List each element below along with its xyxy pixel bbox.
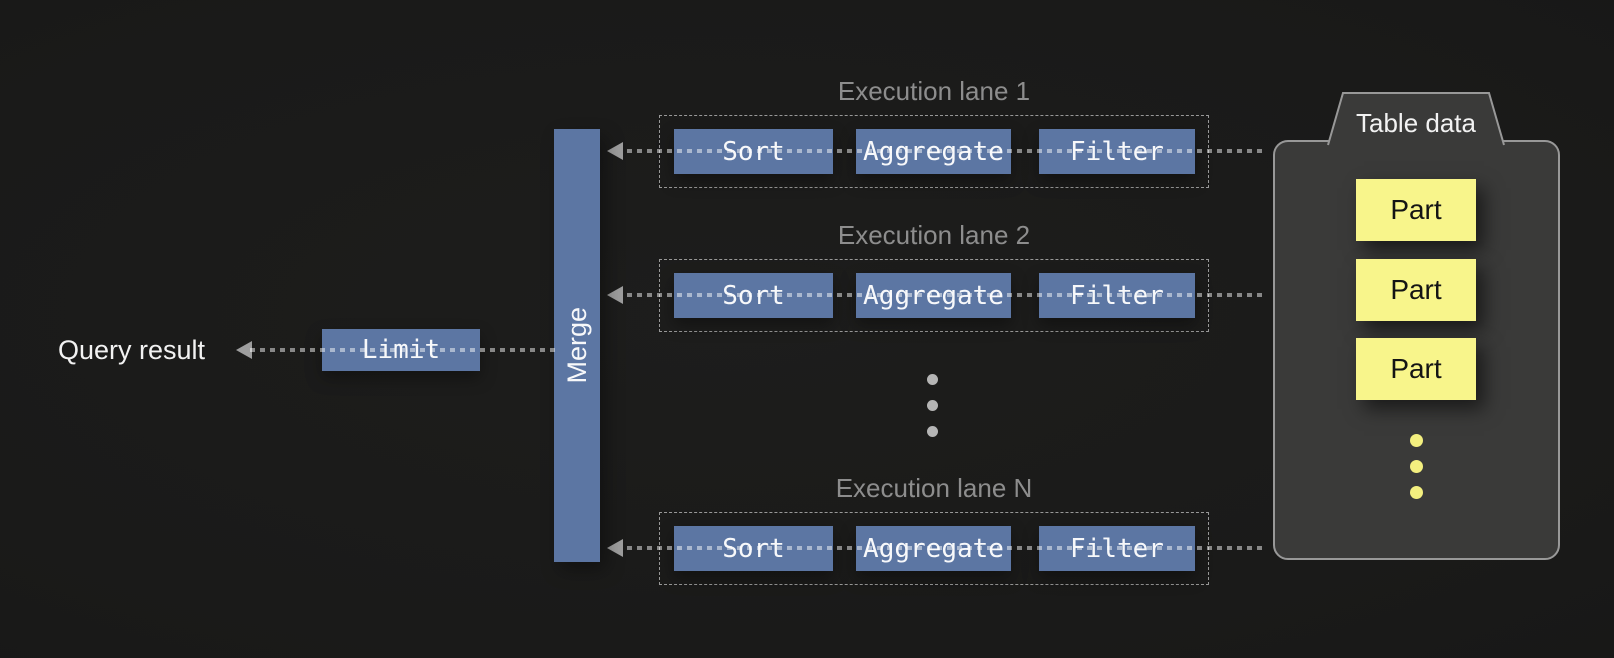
arrow-left-icon — [607, 539, 623, 557]
execution-lane-1-title: Execution lane 1 — [837, 76, 1031, 106]
query-result-label: Query result — [58, 335, 206, 365]
table-data-container: Part Part Part — [1273, 140, 1560, 560]
flow-line-lane-n — [627, 546, 1263, 550]
ellipsis-dot — [1410, 486, 1423, 499]
ellipsis-dot — [927, 400, 938, 411]
merge-operator-bar: Merge — [554, 129, 600, 562]
arrow-left-icon — [607, 142, 623, 160]
merge-label: Merge — [561, 307, 592, 384]
sort-operator-box: Sort — [674, 526, 833, 571]
filter-operator-box: Filter — [1039, 273, 1195, 318]
sort-operator-box: Sort — [674, 129, 833, 174]
ellipsis-dot — [927, 426, 938, 437]
execution-lane-n: Execution lane N Sort Aggregate Filter — [607, 475, 1263, 585]
limit-operator-box: Limit — [322, 329, 480, 371]
table-data-tab-shape — [1327, 92, 1505, 146]
arrow-left-icon — [236, 341, 252, 359]
execution-lane-n-title: Execution lane N — [835, 473, 1033, 503]
table-part-box: Part — [1356, 259, 1476, 321]
filter-operator-box: Filter — [1039, 526, 1195, 571]
ellipsis-dot — [1410, 460, 1423, 473]
table-data-title: Table data — [1356, 108, 1476, 138]
ellipsis-dot — [927, 374, 938, 385]
execution-lane-2-title: Execution lane 2 — [837, 220, 1031, 250]
execution-lane-1: Execution lane 1 Sort Aggregate Filter — [607, 78, 1263, 188]
arrow-left-icon — [607, 286, 623, 304]
flow-line-lane-1 — [627, 149, 1263, 153]
flow-line-lane-2 — [627, 293, 1263, 297]
table-part-box: Part — [1356, 338, 1476, 400]
lanes-ellipsis-dots — [927, 374, 938, 437]
parts-ellipsis-dots — [1275, 434, 1558, 499]
aggregate-operator-box: Aggregate — [856, 129, 1011, 174]
ellipsis-dot — [1410, 434, 1423, 447]
aggregate-operator-box: Aggregate — [856, 273, 1011, 318]
table-part-box: Part — [1356, 179, 1476, 241]
sort-operator-box: Sort — [674, 273, 833, 318]
filter-operator-box: Filter — [1039, 129, 1195, 174]
execution-lane-2: Execution lane 2 Sort Aggregate Filter — [607, 222, 1263, 332]
aggregate-operator-box: Aggregate — [856, 526, 1011, 571]
flow-line-limit — [250, 348, 557, 352]
